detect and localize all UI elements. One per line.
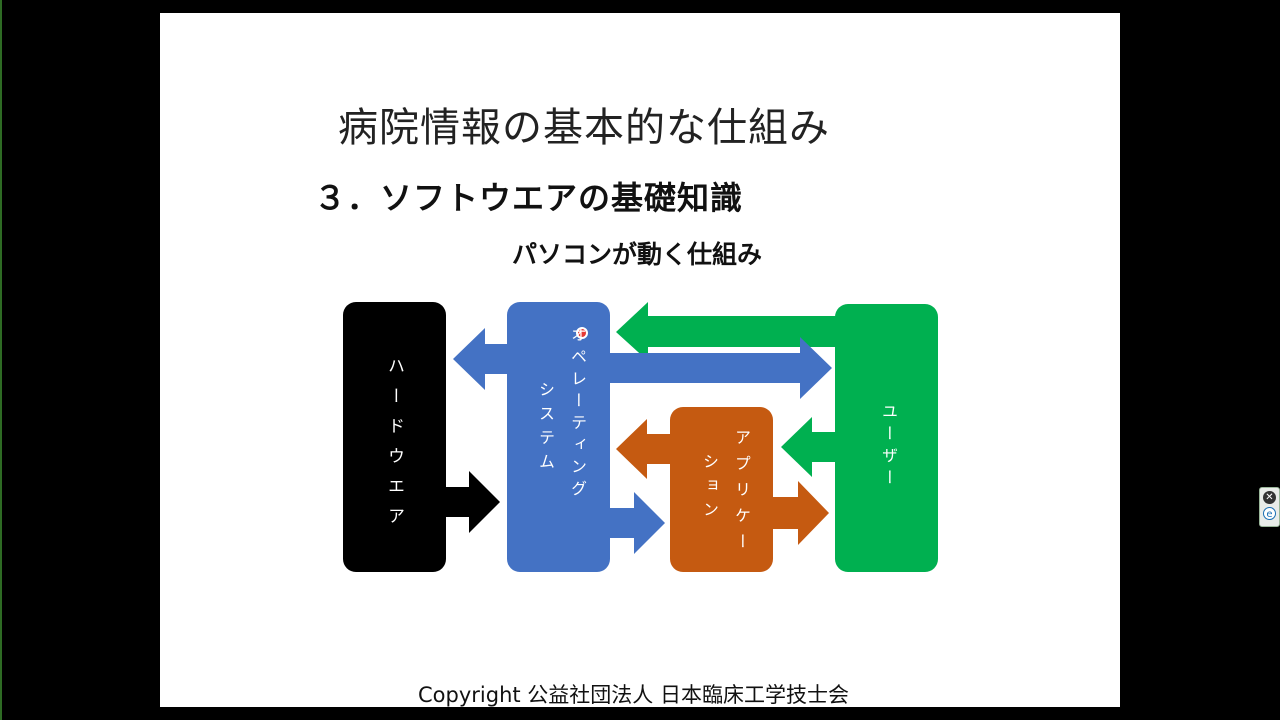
user-block bbox=[835, 304, 938, 572]
e-icon[interactable]: e bbox=[1263, 507, 1276, 520]
application-label-line1: アプリケー bbox=[732, 429, 751, 559]
os-block bbox=[507, 302, 610, 572]
arrow-application-to-user bbox=[773, 481, 829, 545]
os-label-line1: オペレーティング bbox=[568, 326, 587, 502]
os-label-line2: システム bbox=[536, 381, 555, 477]
application-block bbox=[670, 407, 773, 572]
hardware-label: ハードウエア bbox=[384, 357, 404, 537]
arrow-os-to-hardware bbox=[453, 328, 507, 390]
left-edge-bar bbox=[0, 0, 2, 720]
close-icon[interactable]: ✕ bbox=[1263, 491, 1276, 504]
slide-subtitle: ３．ソフトウエアの基礎知識 bbox=[314, 179, 744, 217]
slide-title: 病院情報の基本的な仕組み bbox=[338, 105, 830, 151]
arrow-hardware-to-os bbox=[446, 471, 500, 533]
copyright-notice: Copyright 公益社団法人 日本臨床工学技士会 bbox=[418, 683, 849, 707]
arrow-user-to-os bbox=[616, 302, 836, 361]
arrow-os-to-user bbox=[610, 337, 832, 399]
application-label-line2: ション bbox=[700, 453, 719, 525]
pc-architecture-diagram bbox=[343, 302, 938, 572]
user-label: ユーザー bbox=[879, 403, 898, 491]
laser-pointer-dot bbox=[576, 327, 588, 339]
diagram-caption: パソコンが動く仕組み bbox=[512, 240, 763, 269]
arrow-os-to-application bbox=[610, 492, 665, 554]
slide: 病院情報の基本的な仕組み ３．ソフトウエアの基礎知識 パソコンが動く仕組み ハー… bbox=[160, 13, 1120, 707]
side-widget: ✕ e bbox=[1259, 487, 1280, 527]
arrow-application-to-os bbox=[616, 419, 671, 479]
arrow-user-to-application bbox=[781, 417, 836, 477]
hardware-block bbox=[343, 302, 446, 572]
